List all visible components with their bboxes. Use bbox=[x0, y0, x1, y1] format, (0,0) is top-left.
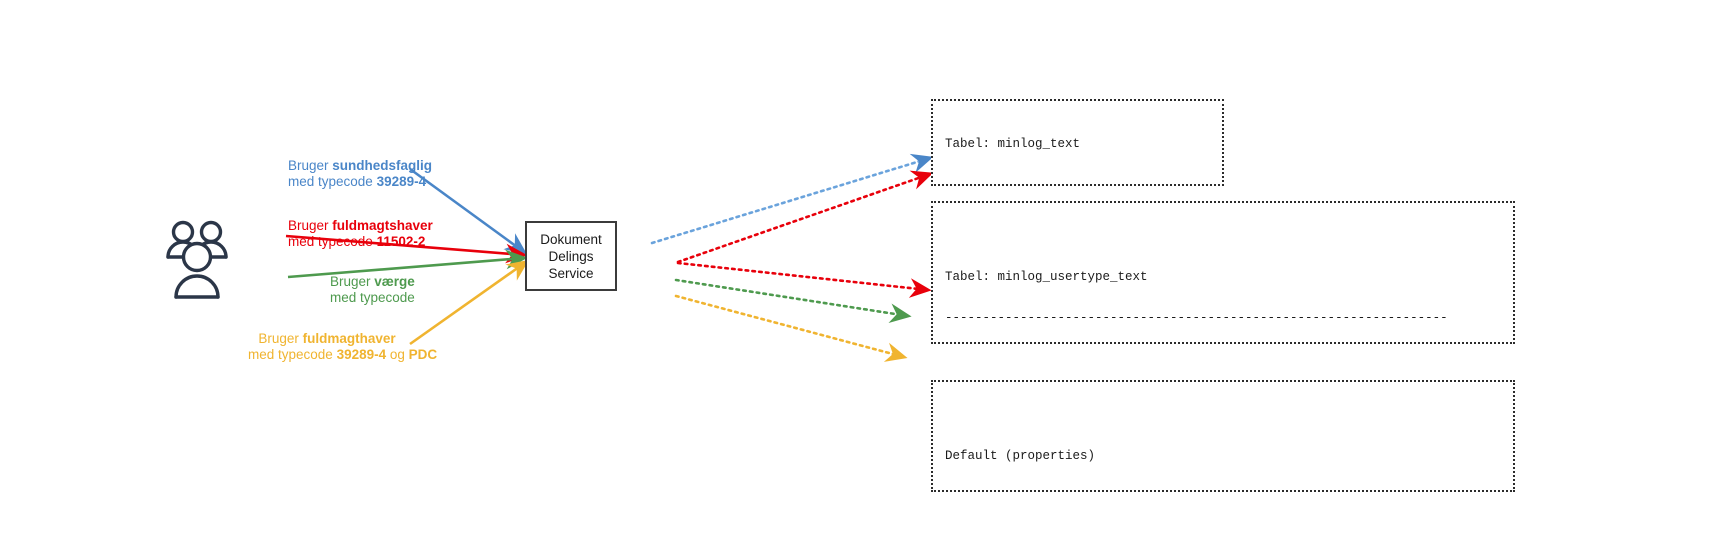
dotted-arrow-to-minlog-text-row2 bbox=[676, 170, 934, 264]
dotted-arrow-to-usertype-row5 bbox=[674, 278, 912, 323]
arrow-sundhedsfaglig bbox=[409, 167, 527, 255]
label-fuldmagtshaver-line2: med typecode 11502-2 bbox=[288, 233, 426, 249]
label-sundhedsfaglig-line1: Bruger sundhedsfaglig bbox=[288, 158, 433, 173]
label-fuldmagthaver-pdc-line2: med typecode 39289-4 og PDC bbox=[248, 346, 438, 362]
label-fuldmagthaver-pdc: Bruger fuldmagthaver med typecode 39289-… bbox=[248, 331, 438, 362]
dotted-arrow-to-minlog-text-row1 bbox=[650, 153, 934, 245]
panel-minlog-text: Tabel: minlog_text ---------------------… bbox=[931, 99, 1224, 186]
label-sundhedsfaglig: Bruger sundhedsfaglig med typecode 39289… bbox=[288, 158, 433, 189]
panel-default-properties: Default (properties) -------------------… bbox=[931, 380, 1515, 492]
panel-minlog-text-rule-top: ----------------------------------- bbox=[945, 177, 1208, 186]
panel-minlog-usertype-text: Tabel: minlog_usertype_text ------------… bbox=[931, 201, 1515, 344]
node-dokument-delings-service[interactable]: Dokument Delings Service bbox=[525, 221, 617, 291]
dotted-arrow-to-default-properties bbox=[674, 294, 908, 362]
people-group-icon bbox=[160, 215, 232, 303]
label-vaerge: Bruger værge med typecode bbox=[330, 274, 415, 305]
panel-usertype-spacer bbox=[945, 240, 1501, 244]
label-sundhedsfaglig-line2: med typecode 39289-4 bbox=[288, 173, 427, 189]
dotted-arrow-to-usertype-row3 bbox=[676, 261, 932, 298]
panel-default-spacer bbox=[945, 419, 1501, 423]
label-vaerge-line2: med typecode bbox=[330, 289, 415, 305]
label-fuldmagtshaver: Bruger fuldmagtshaver med typecode 11502… bbox=[288, 218, 433, 249]
arrow-fuldmagthaver-pdc bbox=[409, 259, 529, 346]
panel-default-title: Default (properties) bbox=[945, 449, 1096, 464]
label-vaerge-line1: Bruger værge bbox=[330, 274, 415, 289]
panel-default-rule: ----------------------------------------… bbox=[945, 491, 1501, 492]
panel-usertype-rule-top: ----------------------------------------… bbox=[945, 311, 1448, 326]
label-fuldmagtshaver-line1: Bruger fuldmagtshaver bbox=[288, 218, 433, 233]
node-title-line2: Delings Service bbox=[548, 248, 594, 281]
panel-minlog-text-title: Tabel: minlog_text bbox=[945, 137, 1081, 152]
node-title-line1: Dokument bbox=[540, 231, 602, 247]
label-fuldmagthaver-pdc-line1: Bruger fuldmagthaver bbox=[258, 331, 396, 346]
panel-usertype-title: Tabel: minlog_usertype_text bbox=[945, 270, 1148, 285]
